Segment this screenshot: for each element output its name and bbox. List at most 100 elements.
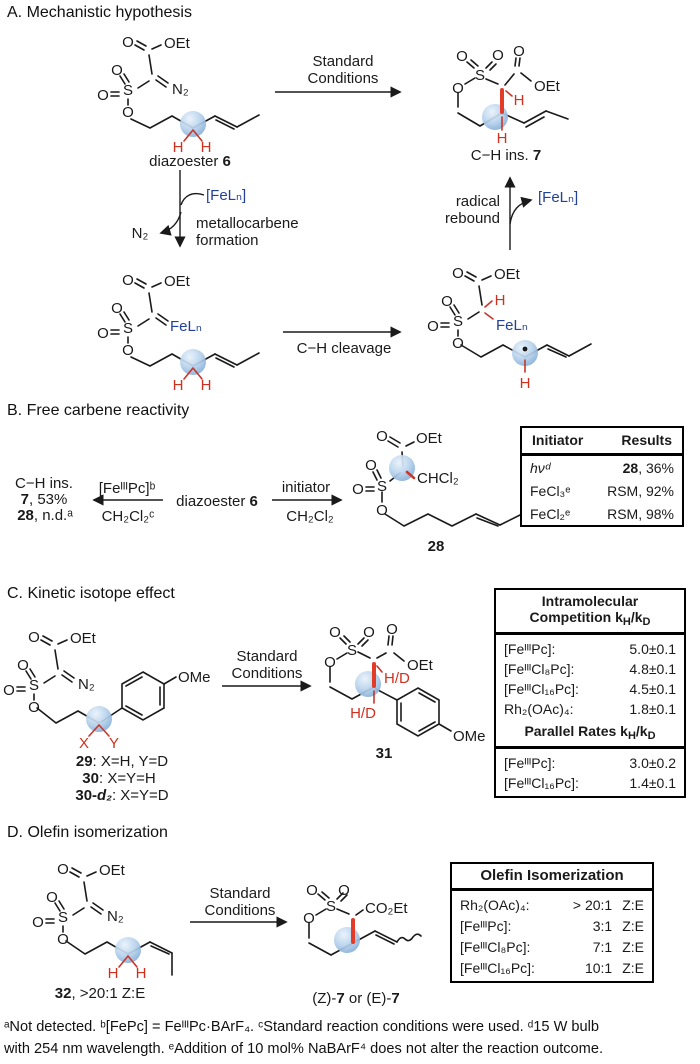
panel-d-title: D. Olefin isomerization — [7, 824, 168, 841]
o-atom: O — [324, 654, 336, 671]
compound-29-caption: 29: X=H, Y=D — [76, 753, 168, 770]
initiator-table-header: Initiator Results — [522, 428, 682, 456]
initiator-results-table: Initiator Results hνᵈ 28, 36% FeCl₃ᵉ RSM… — [520, 426, 684, 527]
o-atom: O — [352, 481, 364, 498]
metallocarbene-formation-step: [FeLₙ] N₂ metallocarbene formation — [132, 170, 299, 249]
oet-atom: OEt — [534, 78, 561, 95]
o-atom: O — [363, 624, 375, 641]
o-atom: O — [365, 457, 377, 474]
structure-29-30: X Y OMe 29: X=H, Y=D 30: X=Y=H 30-d₂: X=… — [2, 628, 211, 804]
feln-atom: FeLₙ — [496, 317, 528, 334]
diazoester-6-caption: diazoester 6 — [149, 153, 231, 170]
x-substituent: X — [79, 735, 89, 752]
structure-metallocarbene: FeLₙ — [96, 271, 260, 395]
o-atom: O — [513, 43, 525, 60]
ch-cleavage-label: C−H cleavage — [297, 340, 392, 357]
s-atom: S — [347, 642, 357, 659]
conditions-label: Standard — [313, 53, 374, 70]
col-initiator: Initiator — [532, 432, 584, 448]
s-atom: S — [475, 67, 485, 84]
initiator-cell: FeCl₂ᵉ — [530, 506, 571, 522]
o-atom: O — [338, 882, 350, 899]
o-atom: O — [452, 80, 464, 97]
structure-product-z7-e7: S O O O CO₂Et (Z)-7 or (E)-7 — [303, 882, 422, 1007]
col-results: Results — [621, 432, 672, 448]
feln-atom: FeLₙ — [170, 318, 202, 335]
initiator-cell: hνᵈ — [530, 460, 551, 476]
kie-table: Intramolecular Competition kH/kD [FeᴵᴵᴵP… — [494, 588, 686, 798]
oet-atom: OEt — [416, 430, 443, 447]
standard-conditions-arrow-d: Standard Conditions — [190, 885, 288, 928]
table-row: FeCl₃ᵉ RSM, 92% — [522, 479, 682, 502]
footnotes: ᵃNot detected. ᵇ[FePc] = FeᴵᴵᴵPc·BArF₄. … — [4, 1016, 698, 1060]
product-28-nd: 28, n.d.ᵃ — [17, 507, 73, 524]
chcl2-group: CHCl₂ — [417, 470, 459, 487]
kie-row: Rh₂(OAc)₄:1.8±0.1 — [504, 701, 676, 717]
kie-row: [FeᴵᴵᴵPc]:3.0±0.2 — [504, 755, 676, 771]
o-atom: O — [329, 624, 341, 641]
kie-header-intramolecular: Intramolecular Competition kH/kD — [496, 590, 684, 635]
initiator-label: initiator — [282, 479, 330, 496]
hd-label: H/D — [384, 670, 410, 687]
h-atom: H — [497, 130, 508, 147]
co2et-group: CO₂Et — [365, 900, 408, 917]
olefin-table-title: Olefin Isomerization — [452, 864, 652, 891]
h-atom: H — [495, 292, 506, 309]
kie-row: [FeᴵᴵᴵCl₁₆Pc]:4.5±0.1 — [504, 681, 676, 697]
footnote-line-1: ᵃNot detected. ᵇ[FePc] = FeᴵᴵᴵPc·BArF₄. … — [4, 1019, 599, 1035]
dcm-solvent-label: CH₂Cl₂ᶜ — [102, 508, 155, 525]
panel-b-title: B. Free carbene reactivity — [7, 402, 190, 419]
structure-product-31: S O O O O OEt H/D H/D OMe 31 — [324, 621, 485, 762]
o-atom: O — [492, 47, 504, 64]
compound-30d2-caption: 30-d₂: X=Y=D — [75, 787, 168, 804]
panel-a-title: A. Mechanistic hypothesis — [7, 4, 192, 21]
product-7-yield: 7, 53% — [21, 491, 68, 508]
diazoester-6-center-label: diazoester 6 — [176, 493, 258, 510]
structure-32: 32, >20:1 Z:E — [31, 860, 173, 1002]
compound-30-caption: 30: X=Y=H — [82, 770, 155, 787]
table-row: hνᵈ 28, 36% — [522, 456, 682, 479]
o-atom: O — [376, 502, 388, 519]
o-atom: O — [456, 48, 468, 65]
ch-cleavage-arrow: C−H cleavage — [283, 326, 402, 357]
fepc-catalyst-label: [FeᴵᴵᴵPc]ᵇ — [99, 480, 156, 497]
feln-catalyst-label: [FeLₙ] — [206, 187, 246, 204]
structure-radical-intermediate: H FeLₙ H — [426, 264, 592, 392]
o-atom: O — [303, 910, 315, 927]
panel-c-title: C. Kinetic isotope effect — [7, 585, 175, 602]
kie-row: [FeᴵᴵᴵPc]:5.0±0.1 — [504, 641, 676, 657]
o-atom: O — [306, 882, 318, 899]
rebound-label: rebound — [445, 210, 500, 227]
hd-label: H/D — [350, 705, 376, 722]
panel-b-reaction-line: C−H ins. 7, 53% 28, n.d.ᵃ [FeᴵᴵᴵPc]ᵇ CH₂… — [15, 475, 343, 525]
formation-label: formation — [196, 232, 259, 249]
ome-group: OMe — [453, 728, 486, 745]
result-cell: RSM, 98% — [607, 506, 674, 522]
ome-group: OMe — [178, 669, 211, 686]
table-row: FeCl₂ᵉ RSM, 98% — [522, 502, 682, 525]
compound-28-caption: 28 — [428, 538, 445, 555]
y-substituent: Y — [109, 735, 119, 752]
footnote-line-2: with 254 nm wavelength. ᵉAddition of 10 … — [4, 1041, 604, 1057]
n2-leaving-label: N₂ — [132, 225, 149, 242]
o-atom: O — [386, 621, 398, 638]
structure-product-7: S O O O O OEt H H C−H ins. 7 — [452, 43, 569, 164]
kie-header-parallel: Parallel Rates kH/kD — [496, 719, 684, 749]
standard-conditions-arrow-c: Standard Conditions — [222, 648, 312, 692]
feln-leaving-label: [FeLₙ] — [538, 189, 578, 206]
oet-atom: OEt — [407, 657, 434, 674]
compound-31-caption: 31 — [376, 745, 393, 762]
radical-dot — [522, 346, 528, 352]
structure-diazoester-6: diazoester 6 — [96, 33, 260, 170]
ch-ins-label: C−H ins. — [15, 475, 73, 492]
radical-rebound-step: radical rebound [FeLₙ] — [445, 176, 578, 250]
result-cell: 28, 36% — [622, 460, 674, 476]
conditions-label: Conditions — [308, 70, 379, 87]
product-z7-e7-caption: (Z)-7 or (E)-7 — [312, 990, 400, 1007]
